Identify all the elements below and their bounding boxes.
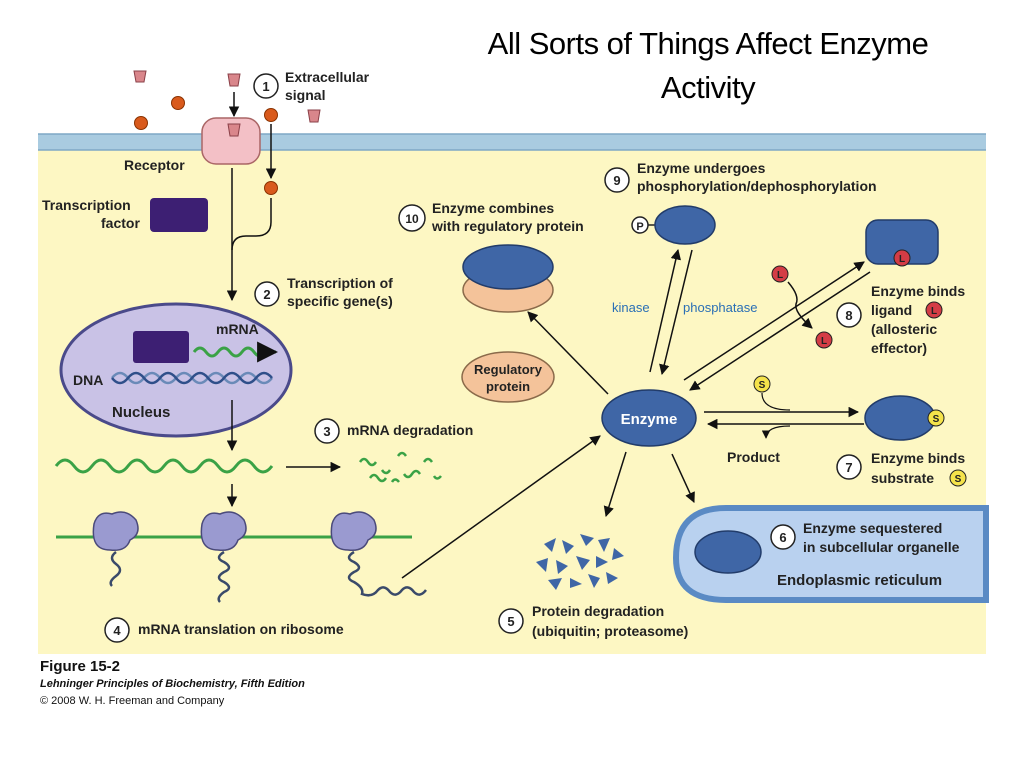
step-5-badge: 5 [498, 608, 524, 634]
nascent-mrna [192, 346, 268, 358]
step-5-line1: Protein degradation [532, 603, 664, 619]
step-9-badge: 9 [604, 167, 630, 193]
step-7-badge: 7 [836, 454, 862, 480]
kinase-label: kinase [612, 300, 650, 315]
regulatory-protein [461, 351, 555, 403]
receptor [201, 117, 261, 165]
ribosome-3 [330, 511, 427, 597]
svg-text:1: 1 [262, 79, 269, 94]
released-ligand: L [815, 331, 833, 349]
svg-text:L: L [821, 336, 827, 347]
enzyme-regulatory-complex [462, 244, 554, 313]
degraded-protein-fragments [536, 534, 624, 590]
step-8-line1: Enzyme binds [871, 283, 965, 299]
svg-text:2: 2 [263, 287, 270, 302]
step-7-line1: Enzyme binds [871, 450, 965, 466]
copyright: © 2008 W. H. Freeman and Company [40, 695, 225, 707]
free-ligand: L [771, 265, 789, 283]
step-3-label: mRNA degradation [347, 422, 473, 438]
step-10-line2: with regulatory protein [431, 218, 584, 234]
extracellular-signal-molecules [133, 70, 321, 195]
nucleus-label: Nucleus [112, 404, 170, 421]
step-8-line4: effector) [871, 340, 927, 356]
step-4-label: mRNA translation on ribosome [138, 621, 344, 637]
step-6-line1: Enzyme sequestered [803, 520, 942, 536]
phosphorylated-enzyme [654, 205, 716, 245]
step-7-substrate-symbol: S [949, 469, 967, 487]
receptor-label: Receptor [124, 157, 185, 173]
ribosome-2 [200, 511, 247, 603]
sequestered-enzyme [694, 530, 762, 574]
svg-text:S: S [759, 380, 766, 391]
enzyme-label: Enzyme [621, 411, 678, 428]
tf-label-line1: Transcription [42, 197, 131, 213]
step-5-line2: (ubiquitin; proteasome) [532, 623, 688, 639]
step-10-line1: Enzyme combines [432, 200, 554, 216]
title-line-1: All Sorts of Things Affect Enzyme [487, 26, 929, 61]
bound-ligand: L [893, 249, 911, 267]
step-2-badge: 2 [254, 281, 280, 307]
svg-text:S: S [955, 474, 962, 485]
svg-text:S: S [933, 414, 940, 425]
endoplasmic-reticulum [672, 505, 989, 603]
nucleus-tf [133, 331, 189, 363]
step-8-ligand-symbol: L [925, 301, 943, 319]
svg-text:4: 4 [113, 623, 121, 638]
step-8-badge: 8 [836, 302, 862, 328]
er-label: Endoplasmic reticulum [777, 572, 942, 589]
step-7-line2: substrate [871, 470, 934, 486]
slide-title: All Sorts of Things Affect Enzyme Activi… [392, 22, 1024, 110]
ribosome-1 [92, 511, 139, 587]
figure-number: Figure 15-2 [40, 658, 121, 675]
step-8-line3: (allosteric [871, 321, 937, 337]
step-2-line2: specific gene(s) [287, 293, 393, 309]
svg-text:L: L [931, 306, 937, 317]
step-6-badge: 6 [770, 524, 796, 550]
step-8-line2: ligand [871, 302, 912, 318]
mrna-label: mRNA [216, 321, 259, 337]
tf-label-line2: factor [101, 215, 140, 231]
free-substrate: S [753, 375, 771, 393]
substrate-bound-enzyme [864, 395, 936, 441]
step-2-line1: Transcription of [287, 275, 393, 291]
svg-text:3: 3 [323, 424, 330, 439]
svg-text:10: 10 [405, 212, 419, 226]
step-1-line2: signal [285, 87, 325, 103]
central-enzyme [601, 389, 697, 447]
step-1-line1: Extracellular [285, 69, 370, 85]
step-1-badge: 1 [253, 73, 279, 99]
step-9-line1: Enzyme undergoes [637, 160, 766, 176]
phosphatase-label: phosphatase [683, 300, 757, 315]
step-9-line2: phosphorylation/dephosphorylation [637, 178, 877, 194]
svg-text:L: L [777, 270, 783, 281]
cytoplasmic-mrna [54, 458, 274, 474]
product-label: Product [727, 449, 780, 465]
step-6-line2: in subcellular organelle [803, 539, 960, 555]
title-line-2: Activity [660, 70, 756, 105]
transcription-factor [150, 198, 208, 232]
svg-text:7: 7 [845, 460, 852, 475]
regulatory-label-line1: Regulatory [474, 362, 543, 377]
dna-helix [111, 371, 273, 385]
nucleus [59, 302, 293, 438]
svg-text:8: 8 [845, 308, 852, 323]
step-4-badge: 4 [104, 617, 130, 643]
dna-label: DNA [73, 372, 103, 388]
regulatory-label-line2: protein [486, 379, 530, 394]
step-10-badge: 10 [398, 204, 426, 232]
step-3-badge: 3 [314, 418, 340, 444]
phosphate-group: P [631, 216, 649, 234]
svg-text:L: L [899, 254, 905, 265]
mrna-fragments [358, 451, 442, 483]
bound-substrate: S [927, 409, 945, 427]
svg-text:6: 6 [779, 530, 786, 545]
svg-text:P: P [636, 221, 643, 233]
book-title: Lehninger Principles of Biochemistry, Fi… [40, 678, 305, 690]
svg-text:5: 5 [507, 614, 514, 629]
figure-caption: Figure 15-2 Lehninger Principles of Bioc… [40, 657, 305, 709]
svg-text:9: 9 [613, 173, 620, 188]
cell-membrane [38, 134, 986, 150]
